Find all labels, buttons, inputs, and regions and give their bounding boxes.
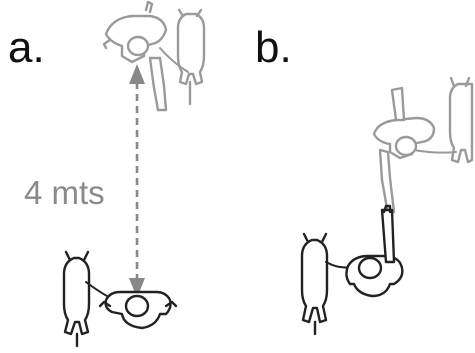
panel-b-owner-person-icon	[345, 204, 404, 298]
distance-label: 4 mts	[24, 174, 105, 211]
distance-arrowhead-bottom	[129, 278, 145, 298]
panel-a-label: a.	[8, 23, 45, 72]
panel-b-stranger-with-dog	[372, 76, 474, 216]
panel-b-group	[300, 76, 474, 336]
distance-arrowhead-top	[129, 64, 145, 84]
panel-b-stranger-leash	[413, 149, 457, 154]
panel-a-owner-person-icon	[98, 290, 178, 330]
panel-a-owner-with-dog	[62, 250, 178, 348]
panel-a-owner-dog-icon	[62, 250, 91, 348]
panel-b-owner-dog-icon	[300, 232, 329, 336]
distance-indicator	[129, 64, 145, 298]
panel-a-stranger-dog-icon	[176, 8, 206, 106]
panel-a-stranger-with-dog	[102, 0, 206, 112]
panel-b-stranger-person-icon	[372, 86, 436, 216]
panel-b-stranger-dog-icon	[448, 76, 474, 164]
panel-a-stranger-leash	[159, 47, 189, 73]
panel-a-group	[62, 0, 206, 348]
panel-a-stranger-person-icon	[102, 0, 168, 112]
panel-b-label: b.	[255, 23, 292, 72]
panel-b-owner-with-dog	[300, 204, 404, 336]
